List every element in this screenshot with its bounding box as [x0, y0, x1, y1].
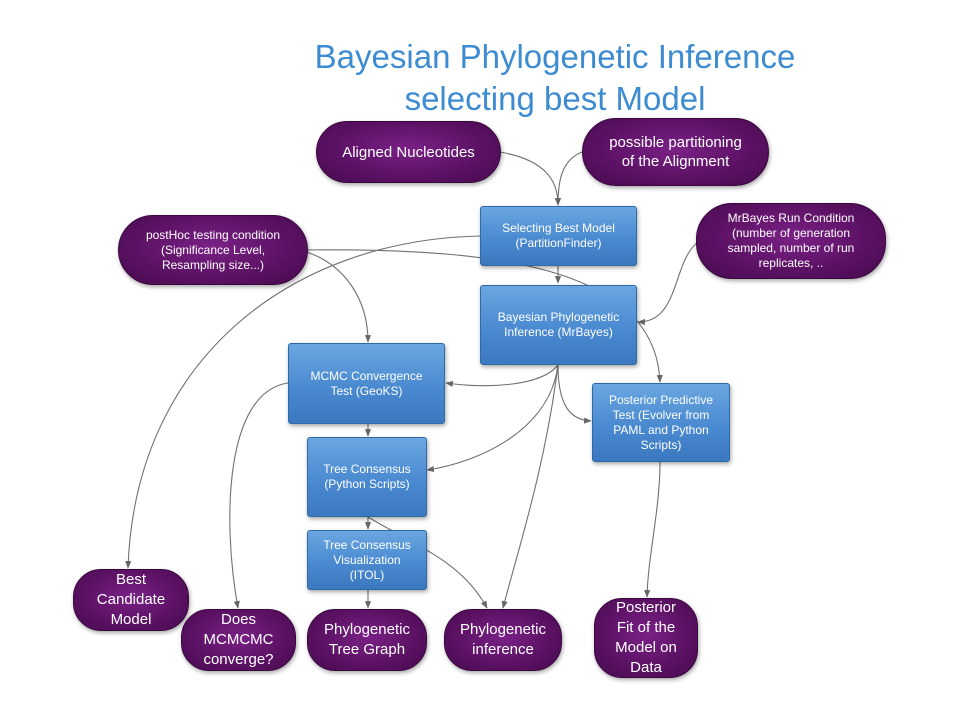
edge-bayes-to-mcmc: [445, 364, 559, 388]
phylogenetic-inference-node: Phylogenetic inference: [444, 609, 562, 671]
posterior-predictive-node: Posterior Predictive Test (Evolver from …: [592, 383, 730, 462]
tree-visualization-label: Tree Consensus Visualization (ITOL): [323, 537, 411, 582]
edge-posthoc-to-posterior: [299, 249, 663, 383]
mcmc-convergence-node: MCMC Convergence Test (GeoKS): [288, 343, 445, 424]
does-mcmc-converge-label: Does MCMCMC converge?: [203, 611, 274, 668]
edge-mrbayes-to-bayes: [637, 241, 699, 326]
edge-posthoc-to-mcmc: [299, 249, 372, 343]
title-line-1: Bayesian Phylogenetic Inference: [314, 38, 796, 75]
phylogenetic-tree-graph-node: Phylogenetic Tree Graph: [307, 609, 427, 671]
phylogenetic-inference-label: Phylogenetic inference: [460, 621, 546, 658]
mcmc-convergence-label: MCMC Convergence Test (GeoKS): [310, 368, 423, 398]
edge-bayes-to-posterior: [557, 364, 592, 424]
selecting-best-model-node: Selecting Best Model (PartitionFinder): [480, 206, 637, 266]
mrbayes-condition-node: MrBayes Run Condition (number of generat…: [696, 203, 886, 279]
tree-consensus-label: Tree Consensus (Python Scripts): [323, 462, 411, 491]
aligned-nucleotides-label: Aligned Nucleotides: [342, 143, 475, 161]
edge-bayes-to-phylo-inf: [501, 364, 559, 609]
edge-aligned-to-select: [499, 151, 562, 206]
tree-consensus-node: Tree Consensus (Python Scripts): [307, 437, 427, 517]
title-line-2: selecting best Model: [404, 80, 706, 117]
bayesian-inference-node: Bayesian Phylogenetic Inference (MrBayes…: [480, 285, 637, 365]
mrbayes-condition-label: MrBayes Run Condition (number of generat…: [727, 211, 855, 270]
posthoc-condition-label: postHoc testing condition (Significance …: [145, 227, 281, 272]
best-candidate-node: Best Candidate Model: [73, 569, 189, 631]
edge-mcmc-to-does: [229, 382, 289, 609]
phylogenetic-tree-graph-label: Phylogenetic Tree Graph: [324, 621, 410, 658]
does-mcmc-converge-node: Does MCMCMC converge?: [181, 609, 296, 671]
selecting-best-model-label: Selecting Best Model (PartitionFinder): [502, 221, 615, 250]
edge-consensus-to-phylo-inf: [367, 516, 488, 609]
partitioning-node: possible partitioning of the Alignment: [582, 118, 769, 186]
edge-partition-to-select: [554, 151, 583, 206]
aligned-nucleotides-node: Aligned Nucleotides: [316, 121, 501, 183]
edge-select-to-best: [125, 235, 481, 569]
posterior-predictive-label: Posterior Predictive Test (Evolver from …: [608, 392, 714, 452]
diagram-title: Bayesian Phylogenetic Inference selectin…: [250, 36, 860, 120]
best-candidate-label: Best Candidate Model: [96, 571, 166, 628]
posterior-fit-label: Posterior Fit of the Model on Data: [615, 599, 677, 676]
partitioning-label: possible partitioning of the Alignment: [609, 134, 742, 170]
edge-bayes-to-consensus: [426, 364, 559, 473]
posterior-fit-node: Posterior Fit of the Model on Data: [594, 598, 698, 678]
edge-posterior-to-fit: [644, 461, 661, 598]
tree-visualization-node: Tree Consensus Visualization (ITOL): [307, 530, 427, 590]
posthoc-condition-node: postHoc testing condition (Significance …: [118, 215, 308, 285]
bayesian-inference-label: Bayesian Phylogenetic Inference (MrBayes…: [497, 310, 620, 339]
